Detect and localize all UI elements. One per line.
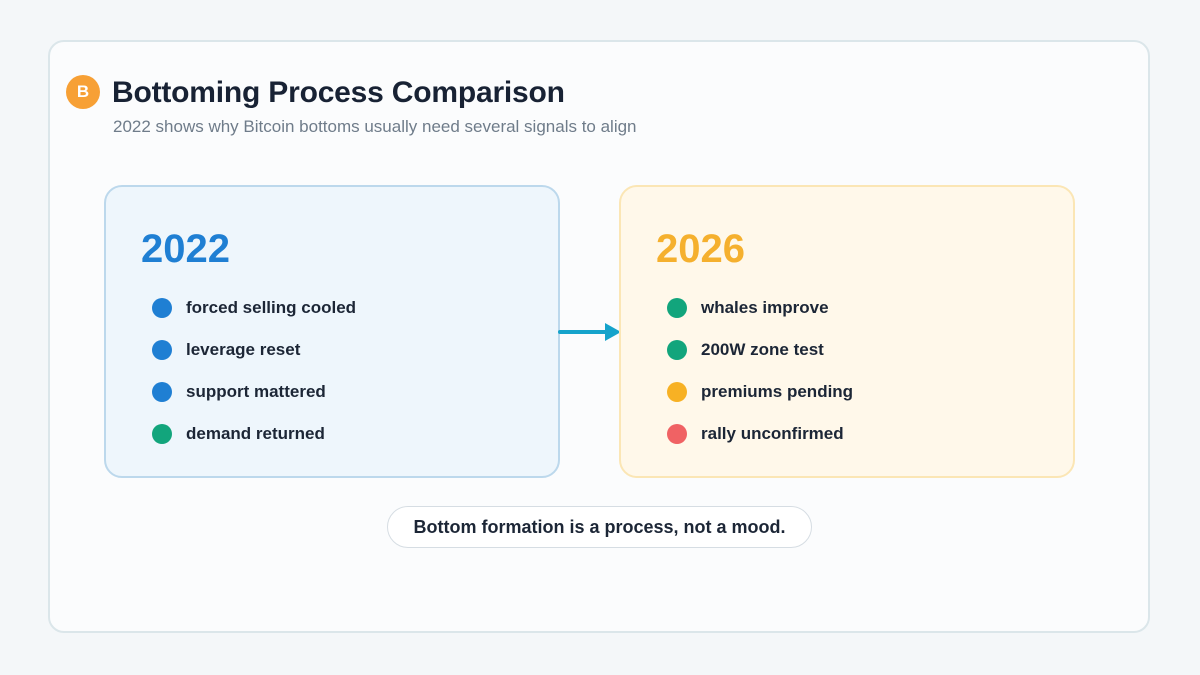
panel-2022: 2022 forced selling cooled leverage rese…: [104, 185, 560, 478]
list-item-label: leverage reset: [186, 340, 301, 359]
arrow-right-icon: [558, 323, 621, 341]
list-item-label: demand returned: [186, 424, 325, 443]
bitcoin-logo-icon: B: [66, 75, 100, 109]
list-item: forced selling cooled: [152, 287, 356, 329]
list-item-label: forced selling cooled: [186, 298, 357, 317]
page-title: Bottoming Process Comparison: [112, 76, 565, 109]
status-dot-icon: [152, 340, 172, 360]
signal-list: forced selling cooled leverage reset sup…: [152, 287, 356, 455]
list-item-label: 200W zone test: [701, 340, 824, 359]
list-item: demand returned: [152, 413, 356, 455]
panel-2026: 2026 whales improve 200W zone test premi…: [619, 185, 1075, 478]
status-dot-icon: [667, 340, 687, 360]
takeaway-pill: Bottom formation is a process, not a moo…: [387, 506, 812, 548]
signal-list: whales improve 200W zone test premiums p…: [667, 287, 853, 455]
panel-year: 2022: [141, 227, 230, 271]
list-item: premiums pending: [667, 371, 853, 413]
list-item-label: rally unconfirmed: [701, 424, 844, 443]
status-dot-icon: [667, 298, 687, 318]
panel-year: 2026: [656, 227, 745, 271]
list-item: support mattered: [152, 371, 356, 413]
status-dot-icon: [152, 382, 172, 402]
list-item: whales improve: [667, 287, 853, 329]
status-dot-icon: [667, 382, 687, 402]
list-item: 200W zone test: [667, 329, 853, 371]
list-item-label: premiums pending: [701, 382, 854, 401]
page-subtitle: 2022 shows why Bitcoin bottoms usually n…: [113, 117, 637, 136]
status-dot-icon: [667, 424, 687, 444]
list-item: rally unconfirmed: [667, 413, 853, 455]
list-item-label: whales improve: [701, 298, 829, 317]
status-dot-icon: [152, 424, 172, 444]
list-item: leverage reset: [152, 329, 356, 371]
list-item-label: support mattered: [186, 382, 326, 401]
status-dot-icon: [152, 298, 172, 318]
